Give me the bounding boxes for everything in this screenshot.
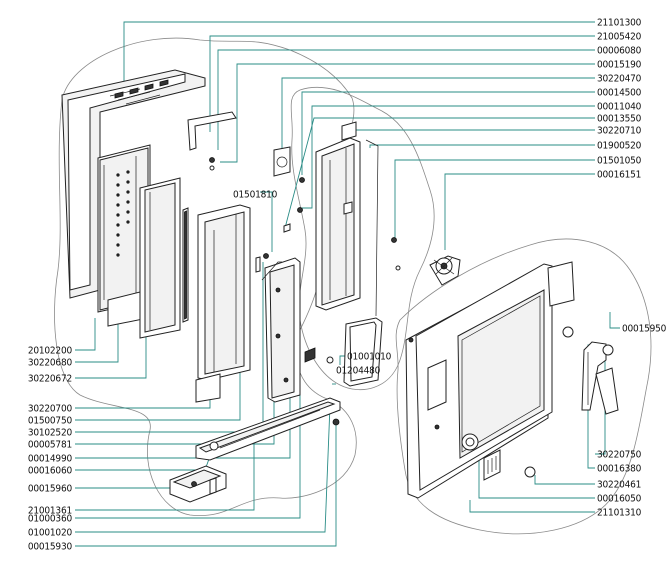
baffle-panel xyxy=(139,177,181,339)
callout-label: 00014500 xyxy=(597,88,642,99)
gasket-frame xyxy=(343,139,383,387)
group-outline-left xyxy=(54,37,357,517)
callout-label: 01501810 xyxy=(233,190,278,201)
callout-label: 00016050 xyxy=(597,494,642,505)
callout-label: 21001361 xyxy=(28,506,72,517)
callout-label: 20102200 xyxy=(28,346,73,357)
callout-label: 01000360 xyxy=(28,514,73,525)
group-outline-center xyxy=(290,86,435,391)
group-outline-right xyxy=(395,238,652,535)
callout-label: 00005781 xyxy=(28,440,72,451)
callout-label: 21101300 xyxy=(597,18,642,29)
callout-label: 30220672 xyxy=(28,374,72,385)
callout-label: 01204480 xyxy=(336,366,381,377)
callout-label: 00014990 xyxy=(28,454,73,465)
bottom-hinge-plate xyxy=(195,397,341,461)
callout-label: 30220750 xyxy=(597,450,642,461)
callout-label: 21005420 xyxy=(597,32,642,43)
callout-label: 00016380 xyxy=(597,464,642,475)
callout-label: 01900520 xyxy=(597,141,642,152)
callout-label: 01501050 xyxy=(597,156,642,167)
callout-label: 30220461 xyxy=(597,480,641,491)
callout-label: 00013550 xyxy=(597,114,642,125)
callout-label: 30220700 xyxy=(28,404,73,415)
callout-label: 00015950 xyxy=(622,324,667,335)
callout-label: 30220680 xyxy=(28,358,73,369)
door-handle-knob xyxy=(429,255,461,286)
callout-label: 00016151 xyxy=(597,170,641,181)
callout-label: 00015930 xyxy=(28,542,73,553)
center-tall-panel xyxy=(315,121,361,311)
small-brackets xyxy=(187,111,305,273)
callout-label: 00015960 xyxy=(28,484,73,495)
callout-labels-inline: 01501810 01001010 01204480 xyxy=(233,190,392,377)
callout-label: 30220470 xyxy=(597,74,642,85)
callout-label: 30102520 xyxy=(28,428,73,439)
front-strip xyxy=(261,257,301,403)
gasket-rail xyxy=(182,207,189,323)
callout-label: 00011040 xyxy=(597,102,642,113)
callout-label: 00006080 xyxy=(597,46,642,57)
callout-label: 00016060 xyxy=(28,466,73,477)
callout-label: 01001010 xyxy=(347,352,392,363)
callout-labels-right: 21101300 21005420 00006080 00015190 30220470… xyxy=(597,18,667,519)
callout-label: 30220710 xyxy=(597,126,642,137)
callout-label: 00015190 xyxy=(597,60,642,71)
side-panel-left xyxy=(195,204,251,403)
lower-hinge-block xyxy=(169,465,227,503)
callout-label: 21101310 xyxy=(597,508,642,519)
fan-frame-panel xyxy=(97,144,151,327)
callout-label: 01001020 xyxy=(28,528,73,539)
oven-door xyxy=(405,261,575,499)
handle-tube xyxy=(581,341,619,415)
callout-label: 01500750 xyxy=(28,416,73,427)
